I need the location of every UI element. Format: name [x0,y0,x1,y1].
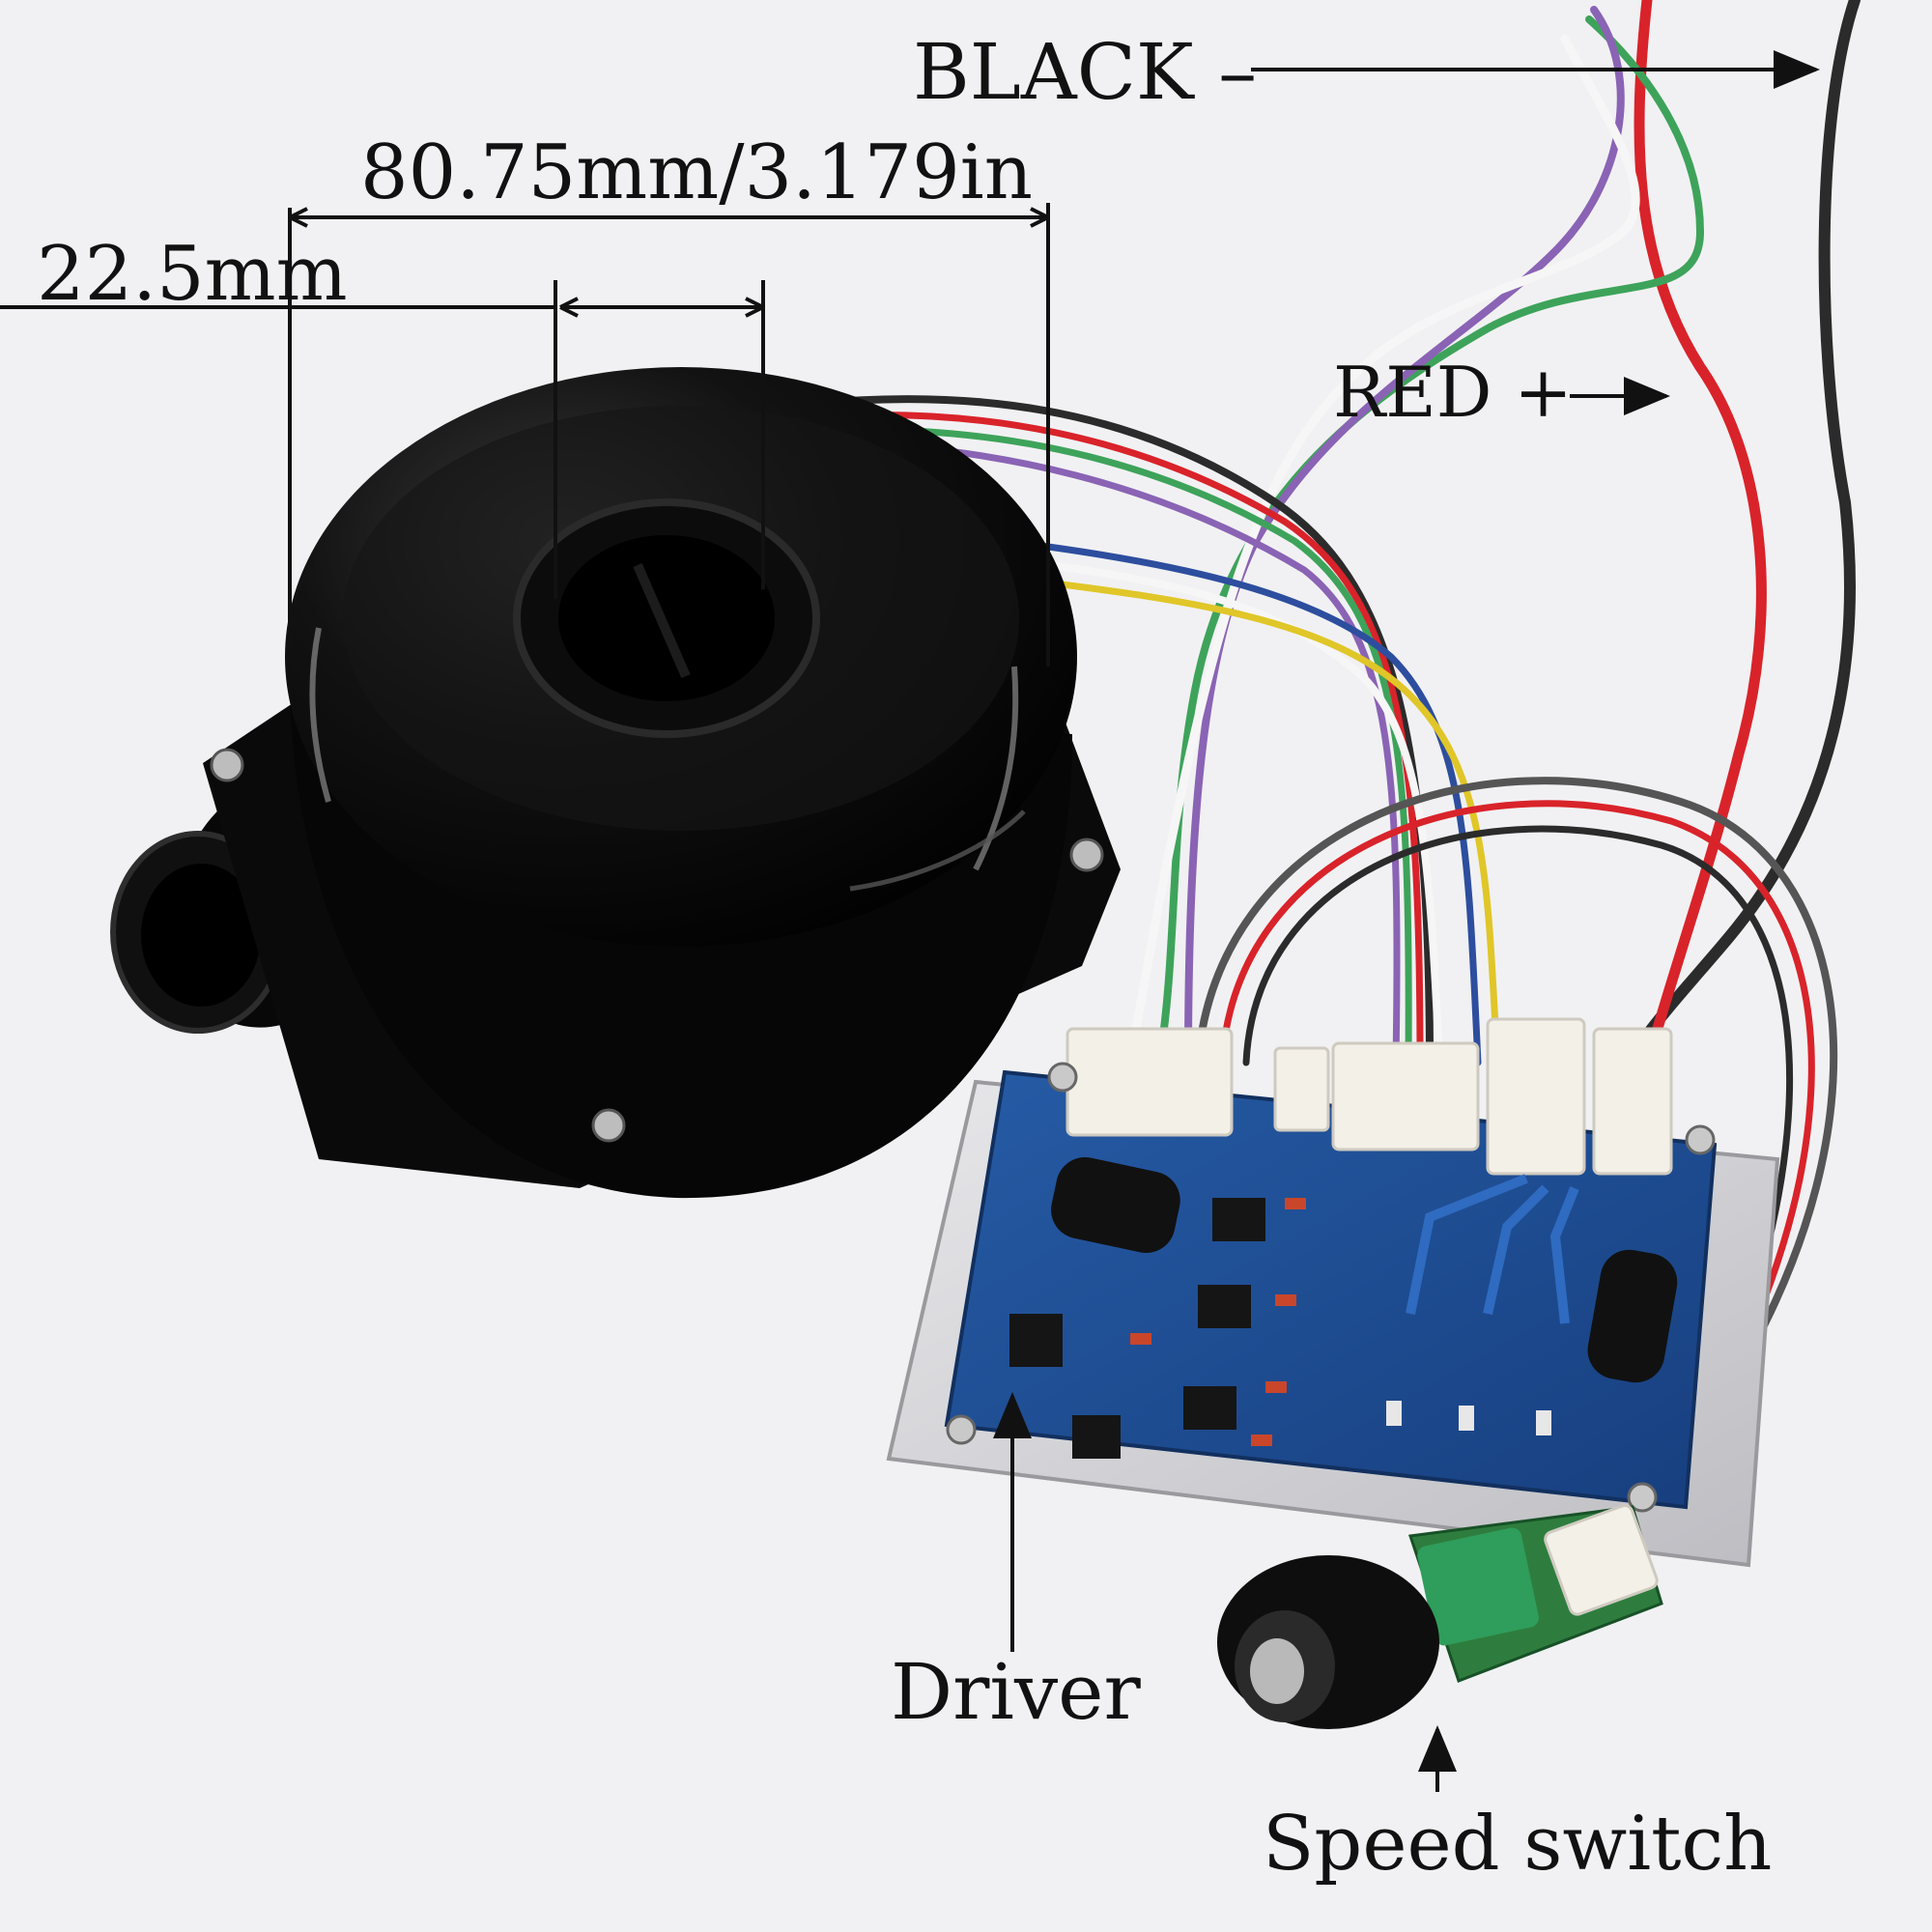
label-driver: Driver [891,1647,1141,1737]
chip [1198,1285,1251,1328]
screw [591,1108,626,1143]
connector [1065,1027,1234,1137]
red-power-wire [1634,0,1767,1088]
power-wires [1125,0,1861,1117]
label-black-wire: BLACK – [913,27,1258,117]
black-power-wire [1598,0,1861,1117]
speed-switch [1217,1504,1663,1729]
chip [1072,1415,1121,1459]
label-dimension-width: 80.75mm/3.179in [360,129,1033,216]
connector [1331,1041,1480,1151]
driver-board [886,1017,1780,1568]
screw [1069,838,1104,872]
chip [1212,1198,1265,1241]
connector [1273,1046,1330,1132]
annotation-lines [0,50,1820,1792]
connector [1486,1017,1586,1176]
label-speed-switch: Speed switch [1263,1801,1773,1888]
label-red-wire: RED + [1333,352,1573,433]
label-dimension-inlet: 22.5mm [37,231,348,318]
white-signal-wire [1125,34,1640,1067]
purple-signal-wire [1184,6,1625,1066]
chip [1009,1314,1063,1367]
chip [1183,1386,1236,1430]
screw [210,748,244,782]
capacitor [1587,1249,1678,1383]
blower-fan [110,367,1121,1199]
capacitor [1051,1156,1180,1253]
connector [1592,1027,1673,1176]
